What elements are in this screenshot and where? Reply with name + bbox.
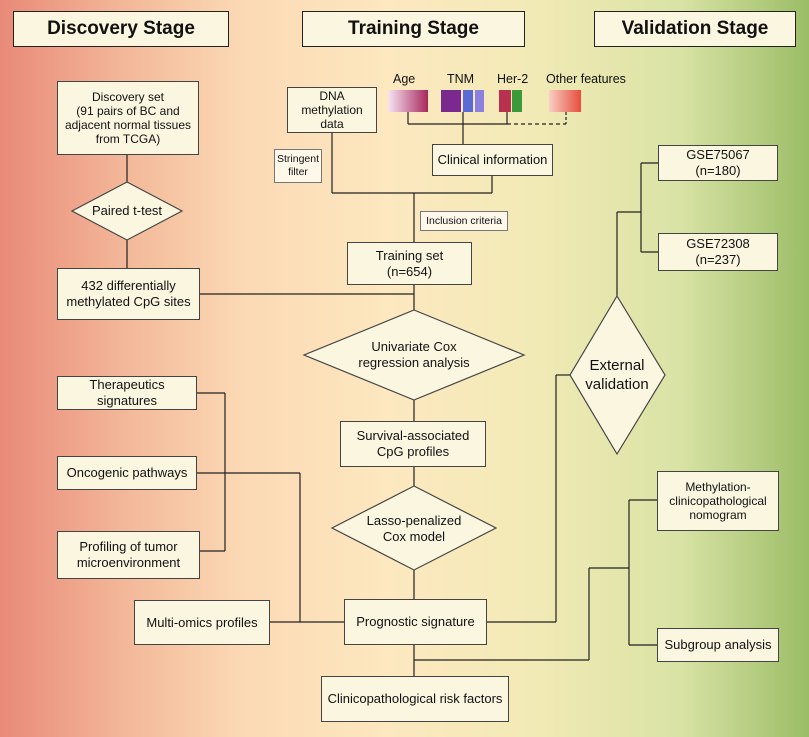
clinical-info-box: Clinical information [432,144,553,176]
paired-ttest-diamond [70,181,184,241]
nomogram-box: Methylation-clinicopathological nomogram [657,471,779,531]
dna-methylation-box: DNA methylation data [287,87,377,133]
external-validation-label: External validation [585,357,649,393]
external-validation-diamond [569,294,666,456]
validation-stage-header: Validation Stage [594,11,796,47]
feature-tnm-label: TNM [447,72,475,86]
other-features-swatch [549,90,581,112]
tnm-swatch-2 [463,90,473,112]
lasso-cox-label: Lasso-penalized Cox model [366,513,462,544]
lasso-cox-diamond [330,485,498,571]
inclusion-criteria-box: Inclusion criteria [420,211,508,231]
feature-other-label: Other features [546,72,626,86]
her2-swatch-2 [512,90,522,112]
clinicopathological-risk-box: Clinicopathological risk factors [321,676,509,722]
training-set-box: Training set (n=654) [347,242,472,285]
training-stage-header: Training Stage [302,11,525,47]
univariate-cox-diamond [302,309,526,401]
paired-ttest-label: Paired t-test [91,203,163,218]
feature-age-label: Age [393,72,416,86]
her2-swatch-1 [499,90,511,112]
discovery-stage-header: Discovery Stage [13,11,229,47]
survival-cpg-box: Survival-associated CpG profiles [340,421,486,467]
age-swatch [388,90,428,112]
subgroup-box: Subgroup analysis [657,628,779,662]
dm-sites-box: 432 differentially methylated CpG sites [57,268,200,320]
gse75067-box: GSE75067 (n=180) [658,145,778,181]
multi-omics-box: Multi-omics profiles [134,600,270,645]
tumor-micro-box: Profiling of tumor microenvironment [57,531,200,579]
therapeutics-box: Therapeutics signatures [57,376,197,410]
tnm-swatch-3 [475,90,484,112]
tnm-swatch-1 [441,90,461,112]
gse72308-box: GSE72308 (n=237) [658,233,778,271]
feature-her2-label: Her-2 [497,72,529,86]
oncogenic-box: Oncogenic pathways [57,456,197,490]
univariate-cox-label: Univariate Cox regression analysis [358,339,470,370]
prognostic-signature-box: Prognostic signature [344,599,487,645]
discovery-set-box: Discovery set (91 pairs of BC and adjace… [57,81,199,155]
stringent-filter-box: Stringent filter [274,149,322,183]
